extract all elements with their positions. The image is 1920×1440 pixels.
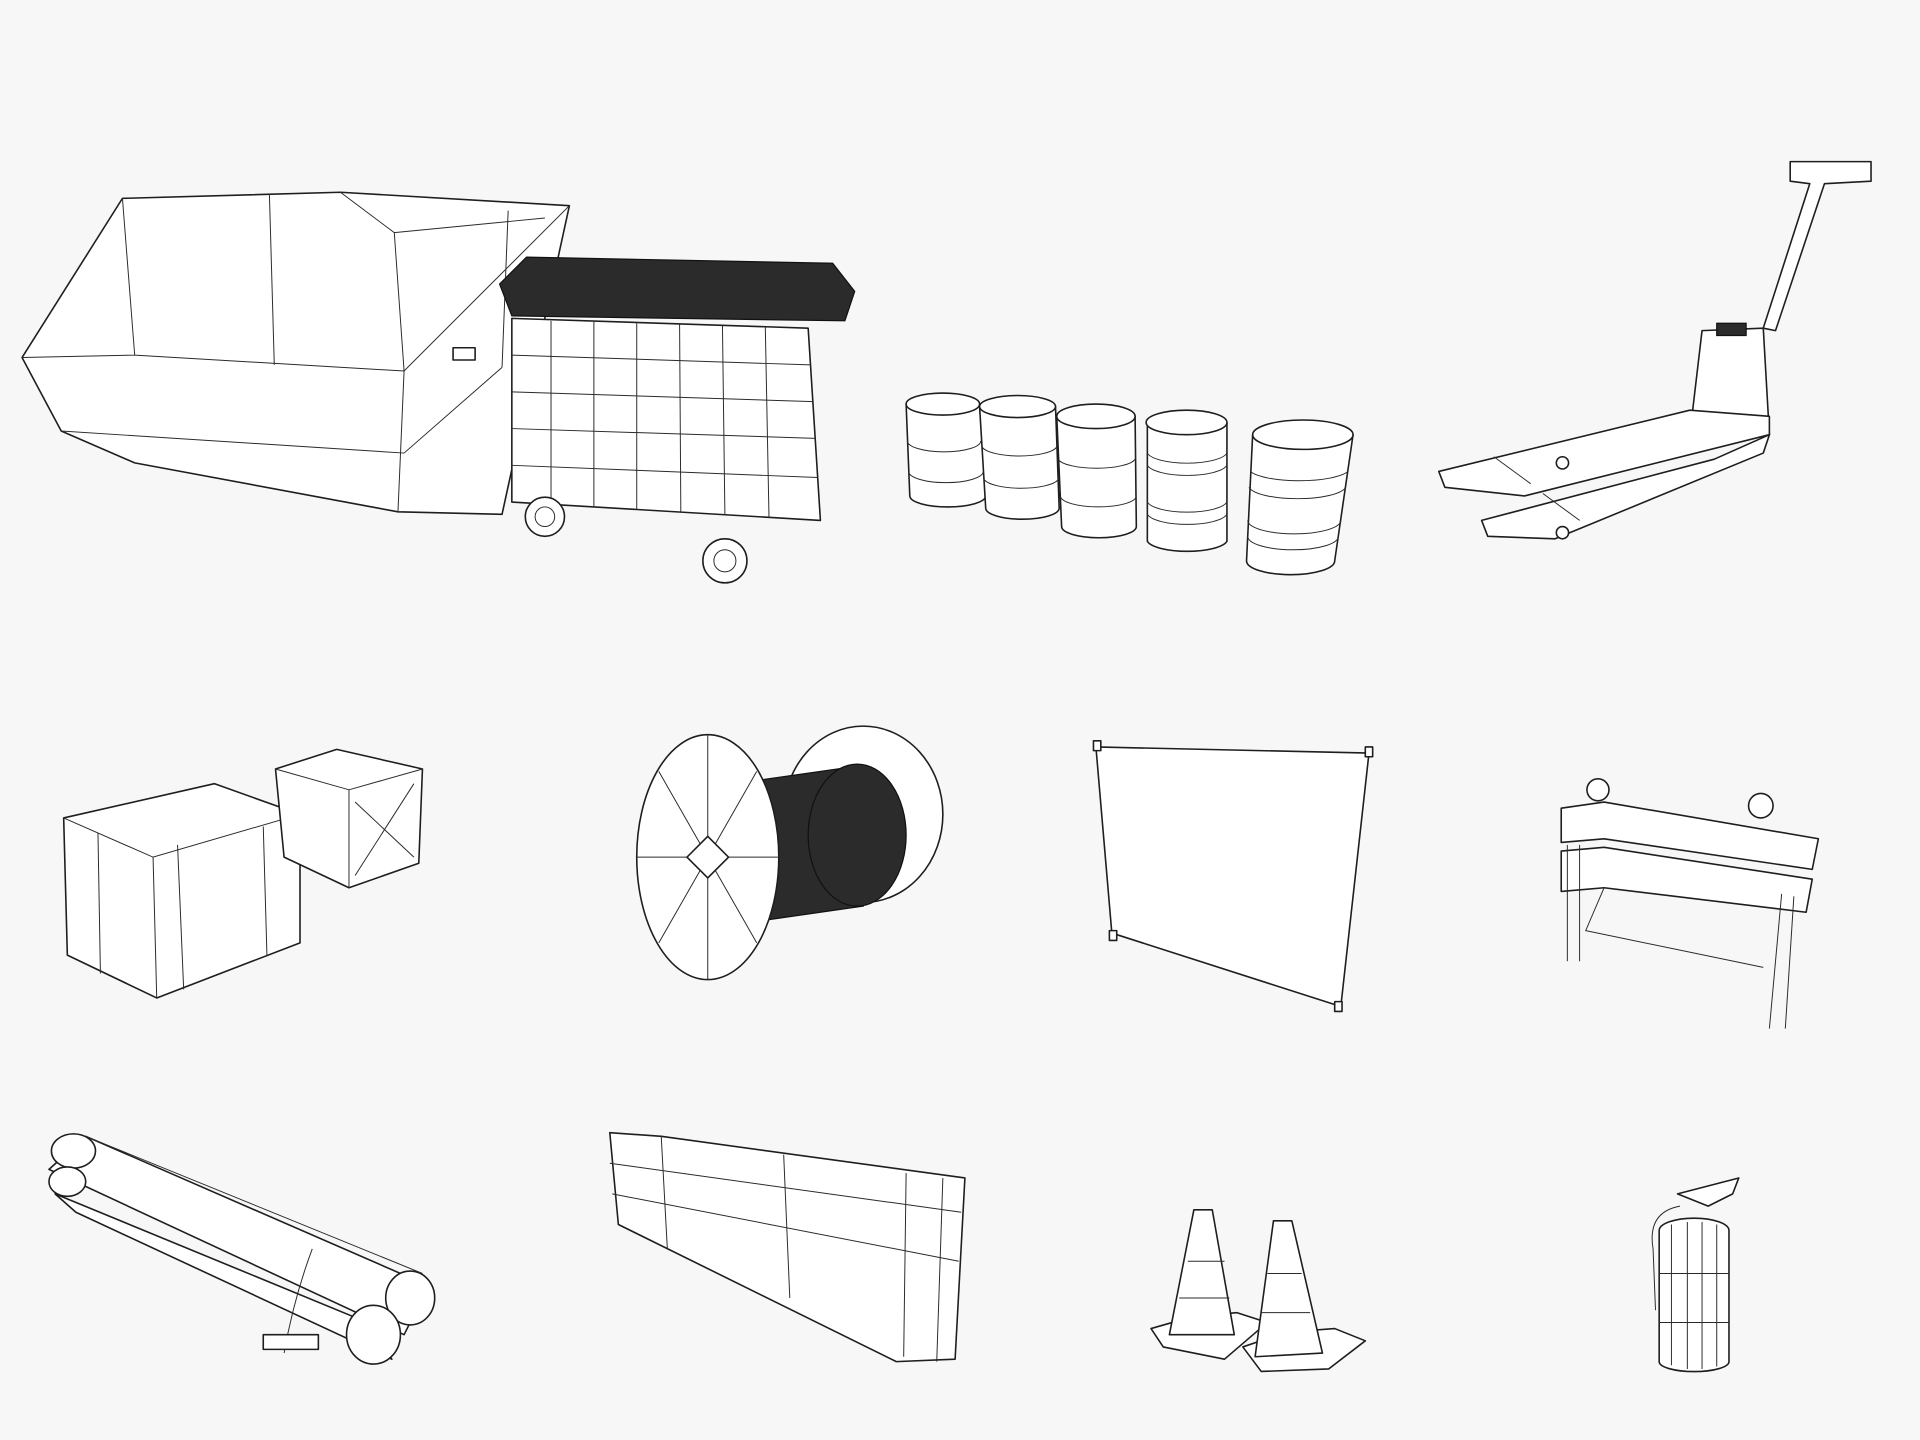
- pipe-bundle: [48, 1133, 436, 1365]
- barrel: [978, 394, 1060, 520]
- barrel: [905, 392, 987, 508]
- small-crate: [274, 748, 424, 889]
- fence-panel: [1092, 740, 1374, 1013]
- fire-extinguisher: [1651, 1177, 1740, 1373]
- wooden-crates: [62, 748, 424, 999]
- barrels: [905, 392, 1354, 576]
- barrel: [1055, 403, 1138, 539]
- barrel: [1145, 409, 1228, 553]
- bin-wheel: [524, 496, 566, 538]
- wheelie-bin: [498, 256, 856, 584]
- bin-wheel: [702, 537, 748, 584]
- road-barrier: [1560, 777, 1820, 1029]
- cable-spool: [635, 725, 944, 981]
- pallet-jack: [1437, 160, 1872, 540]
- concrete-barrier: [609, 1131, 966, 1363]
- large-crate: [62, 782, 301, 999]
- skip-container: [21, 191, 571, 516]
- traffic-cones: [1150, 1209, 1367, 1373]
- barrel: [1245, 419, 1354, 576]
- traffic-cone: [1242, 1220, 1367, 1373]
